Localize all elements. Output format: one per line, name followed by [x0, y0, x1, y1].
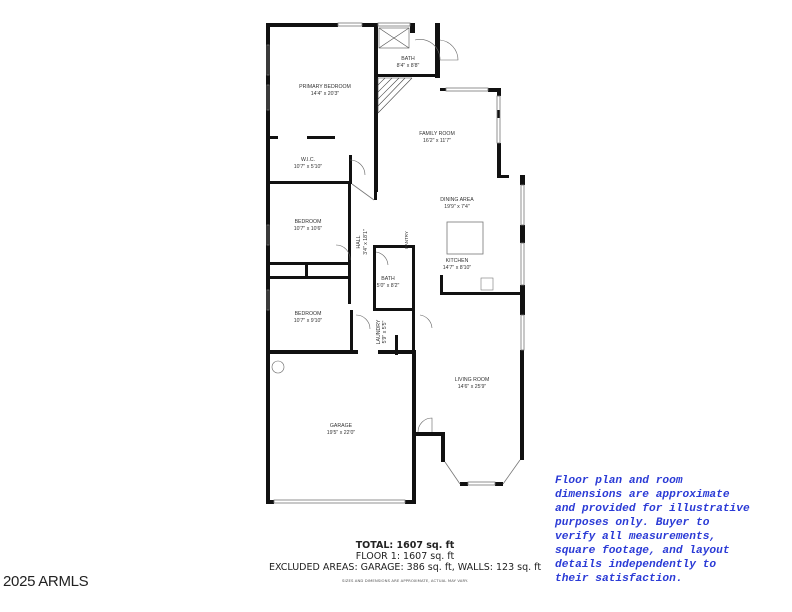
svg-text:BATH: BATH	[401, 56, 415, 62]
total-area: TOTAL: 1607 sq. ft	[355, 540, 455, 551]
svg-text:10'7" x 10'6": 10'7" x 10'6"	[294, 226, 323, 232]
excluded-areas: EXCLUDED AREAS: GARAGE: 386 sq. ft, WALL…	[268, 562, 542, 573]
svg-text:LAUNDRY: LAUNDRY	[376, 319, 382, 344]
svg-text:14'4" x 20'3": 14'4" x 20'3"	[311, 91, 340, 97]
kitchen-island	[446, 221, 484, 255]
svg-text:HALL: HALL	[356, 235, 362, 248]
water-heater-icon	[271, 360, 285, 374]
doors	[335, 39, 459, 433]
svg-text:5'9" x 5'5": 5'9" x 5'5"	[382, 321, 388, 344]
svg-text:BEDROOM: BEDROOM	[295, 311, 322, 317]
svg-text:14'7" x 8'10": 14'7" x 8'10"	[443, 265, 472, 271]
svg-text:10'7" x 5'10": 10'7" x 5'10"	[294, 164, 323, 170]
shower	[378, 27, 410, 49]
walls	[266, 23, 525, 504]
svg-text:GARAGE: GARAGE	[330, 423, 353, 429]
svg-text:8'4" x 8'8": 8'4" x 8'8"	[397, 63, 420, 69]
area-summary: TOTAL: 1607 sq. ft FLOOR 1: 1607 sq. ft …	[260, 540, 550, 583]
svg-text:KITCHEN: KITCHEN	[446, 258, 469, 264]
disclaimer-text: Floor plan and room dimensions are appro…	[555, 475, 750, 585]
svg-text:16'2" x 11'7": 16'2" x 11'7"	[423, 138, 451, 144]
windows	[266, 22, 525, 504]
svg-text:LIVING ROOM: LIVING ROOM	[455, 377, 490, 383]
svg-text:10'7" x 9'10": 10'7" x 9'10"	[294, 318, 323, 324]
svg-text:5'0" x 8'2": 5'0" x 8'2"	[377, 283, 400, 289]
floor1-area: FLOOR 1: 1607 sq. ft	[355, 551, 455, 562]
svg-text:FAMILY ROOM: FAMILY ROOM	[419, 131, 455, 137]
stairs	[377, 77, 413, 114]
svg-text:BEDROOM: BEDROOM	[295, 219, 322, 225]
svg-text:PANTRY: PANTRY	[404, 231, 409, 249]
svg-text:14'6" x 25'9": 14'6" x 25'9"	[458, 384, 487, 390]
copyright-watermark: 2025 ARMLS	[3, 573, 89, 590]
svg-text:19'9" x 7'4": 19'9" x 7'4"	[444, 204, 470, 210]
svg-text:19'5" x 22'0": 19'5" x 22'0"	[327, 430, 356, 436]
approximate-note: SIZES AND DIMENSIONS ARE APPROXIMATE, AC…	[342, 578, 468, 583]
svg-text:PRIMARY BEDROOM: PRIMARY BEDROOM	[299, 84, 351, 90]
svg-text:W.I.C.: W.I.C.	[301, 157, 315, 163]
svg-text:DINING AREA: DINING AREA	[440, 197, 474, 203]
room-labels: PRIMARY BEDROOM 14'4" x 20'3" BATH 8'4" …	[294, 56, 490, 436]
svg-text:3'4" x 18'1": 3'4" x 18'1"	[363, 229, 369, 255]
svg-text:BATH: BATH	[381, 276, 395, 282]
stove	[480, 277, 494, 291]
